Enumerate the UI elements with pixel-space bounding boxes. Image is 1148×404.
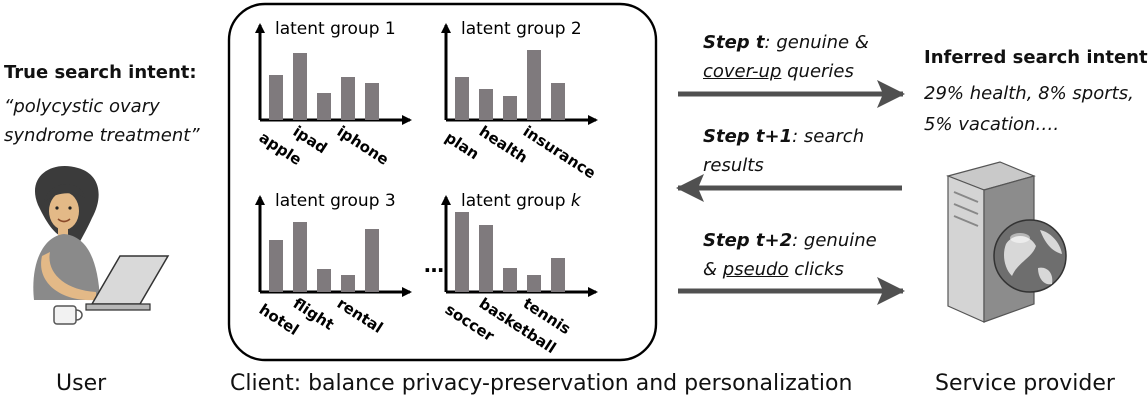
tick-label: plan <box>442 128 483 163</box>
step-t1-label: Step t+1: search results <box>703 126 865 176</box>
mug-icon <box>53 305 83 325</box>
bar <box>293 53 307 120</box>
bar <box>293 222 307 292</box>
bar <box>503 268 517 292</box>
bar <box>341 275 355 292</box>
bar <box>479 225 493 292</box>
bar <box>551 258 565 292</box>
inferred-intent-title: Inferred search intent: <box>924 47 1148 68</box>
tick-label: health <box>476 122 531 166</box>
tick-label: iphone <box>334 122 392 169</box>
bar <box>317 93 331 120</box>
bar <box>503 96 517 120</box>
true-intent-title: True search intent: <box>4 62 197 83</box>
bar <box>365 83 379 120</box>
latent-group-title: latent group 2 <box>461 19 582 39</box>
user-illustration <box>33 165 170 325</box>
client-label: Client: balance privacy-preservation and… <box>230 371 853 396</box>
laptop-icon <box>90 255 170 305</box>
step-t2-label: Step t+2: genuine & pseudo clicks <box>703 230 877 280</box>
bar <box>269 240 283 292</box>
true-intent-query-line1: “polycystic ovary <box>4 96 160 117</box>
service-provider-label: Service provider <box>935 371 1115 396</box>
step-t-label: Step t: genuine & cover-up queries <box>703 32 869 82</box>
bar <box>365 229 379 292</box>
bar <box>551 83 565 120</box>
bar <box>527 275 541 292</box>
bar <box>455 212 469 292</box>
user-label: User <box>56 371 107 396</box>
bar <box>527 50 541 120</box>
tick-label: rental <box>334 294 386 337</box>
true-intent-query-line2: syndrome treatment” <box>4 125 200 146</box>
latent-group-title: latent group 3 <box>275 191 396 211</box>
latent-group-title: latent group k <box>461 191 582 211</box>
latent-group-title: latent group 1 <box>275 19 396 39</box>
bar <box>341 77 355 120</box>
inferred-intent-values: 29% health, 8% sports, 5% vacation…. <box>924 83 1134 135</box>
bar <box>317 269 331 292</box>
ellipsis: … <box>424 253 444 277</box>
tick-label: insurance <box>520 122 599 182</box>
user-face <box>49 192 79 230</box>
true-intent-query: “polycystic ovary syndrome treatment” <box>4 92 200 150</box>
globe-icon <box>993 219 1067 293</box>
bar <box>455 77 469 120</box>
bar <box>479 89 493 120</box>
bar <box>269 75 283 120</box>
client-box <box>227 2 658 362</box>
